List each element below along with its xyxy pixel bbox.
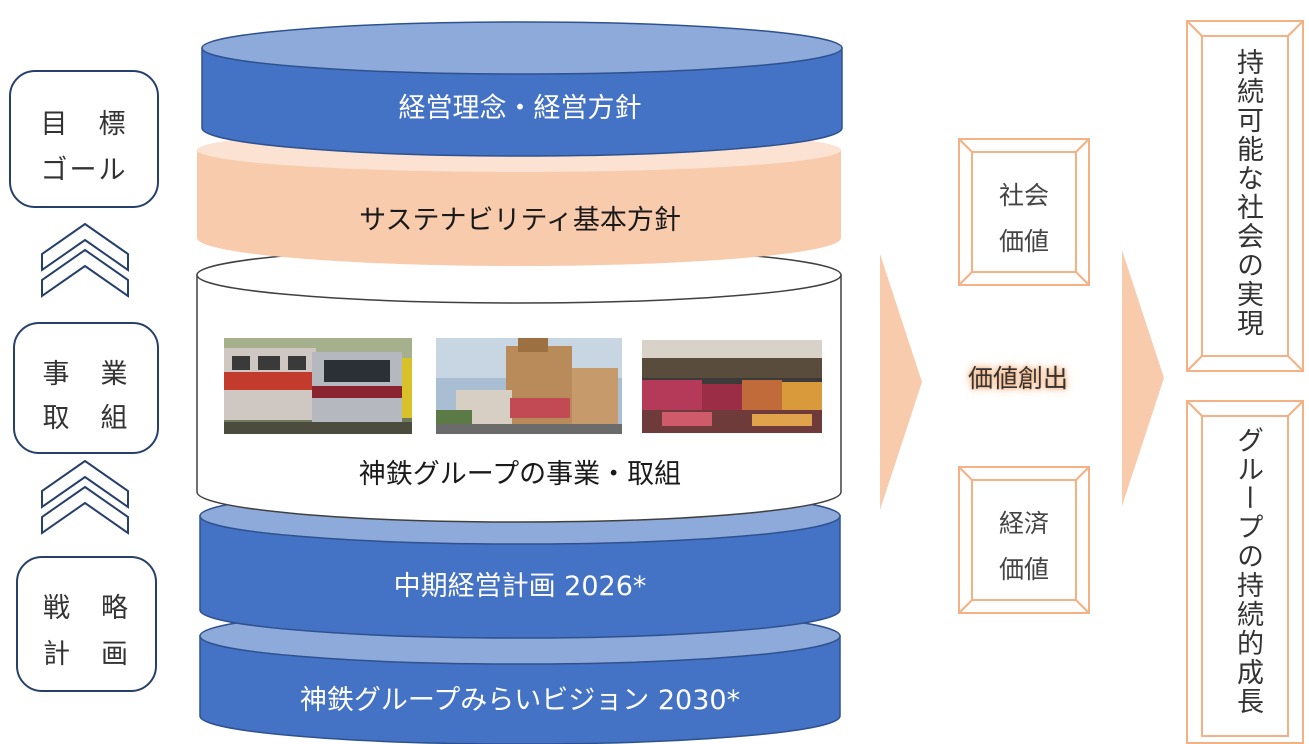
- supermarket-photo: [642, 340, 822, 433]
- frame-border: [958, 466, 1090, 614]
- right-arrow-icon: [1122, 250, 1164, 506]
- sustainable-society-text: 持続可能な社会の実現: [1232, 48, 1263, 338]
- strategy-label-box: 戦 略 計 画: [16, 556, 157, 692]
- goal-label-line1: 目 標: [40, 109, 128, 140]
- group-growth-text: グループの持続的成長: [1232, 426, 1263, 716]
- economic-value-line1: 経済: [998, 509, 1049, 538]
- social-value-line2: 価値: [998, 227, 1049, 256]
- goal-label-box: 目 標 ゴール: [9, 70, 159, 208]
- business-label-box: 事 業 取 組: [13, 322, 159, 454]
- business-text: 神鉄グループの事業・取組: [358, 459, 682, 490]
- right-arrow-icon: [880, 254, 922, 510]
- economic-value-line2: 価値: [998, 555, 1049, 584]
- group-growth-frame: グループの持続的成長: [1186, 400, 1304, 744]
- philosophy-cylinder: [201, 21, 843, 157]
- social-value-frame: 社会 価値: [958, 138, 1090, 286]
- train-photo: [224, 338, 412, 434]
- chevron-up-icon: [41, 222, 129, 298]
- business-label-line2: 取 組: [42, 403, 130, 434]
- sustainable-society-frame: 持続可能な社会の実現: [1186, 20, 1304, 372]
- philosophy-text: 経営理念・経営方針: [398, 93, 642, 124]
- chevron-up-icon: [41, 459, 129, 535]
- business-label-line1: 事 業: [42, 359, 130, 390]
- frame-border: [1186, 400, 1304, 744]
- vision-text: 神鉄グループみらいビジョン 2030*: [299, 685, 741, 716]
- strategy-label-line2: 計 画: [43, 639, 130, 670]
- mid-term-plan-text: 中期経営計画 2026*: [393, 571, 647, 602]
- building-photo: [436, 338, 622, 434]
- frame-border: [958, 138, 1090, 286]
- goal-label-line2: ゴール: [40, 155, 128, 186]
- economic-value-frame: 経済 価値: [958, 466, 1090, 614]
- social-value-line1: 社会: [998, 181, 1049, 210]
- value-creation-text: 価値創出: [968, 364, 1069, 393]
- frame-border: [1186, 20, 1304, 372]
- strategy-label-line1: 戦 略: [43, 593, 130, 624]
- cylinder-stack: [196, 21, 843, 744]
- sustainability-text: サステナビリティ基本方針: [359, 205, 681, 236]
